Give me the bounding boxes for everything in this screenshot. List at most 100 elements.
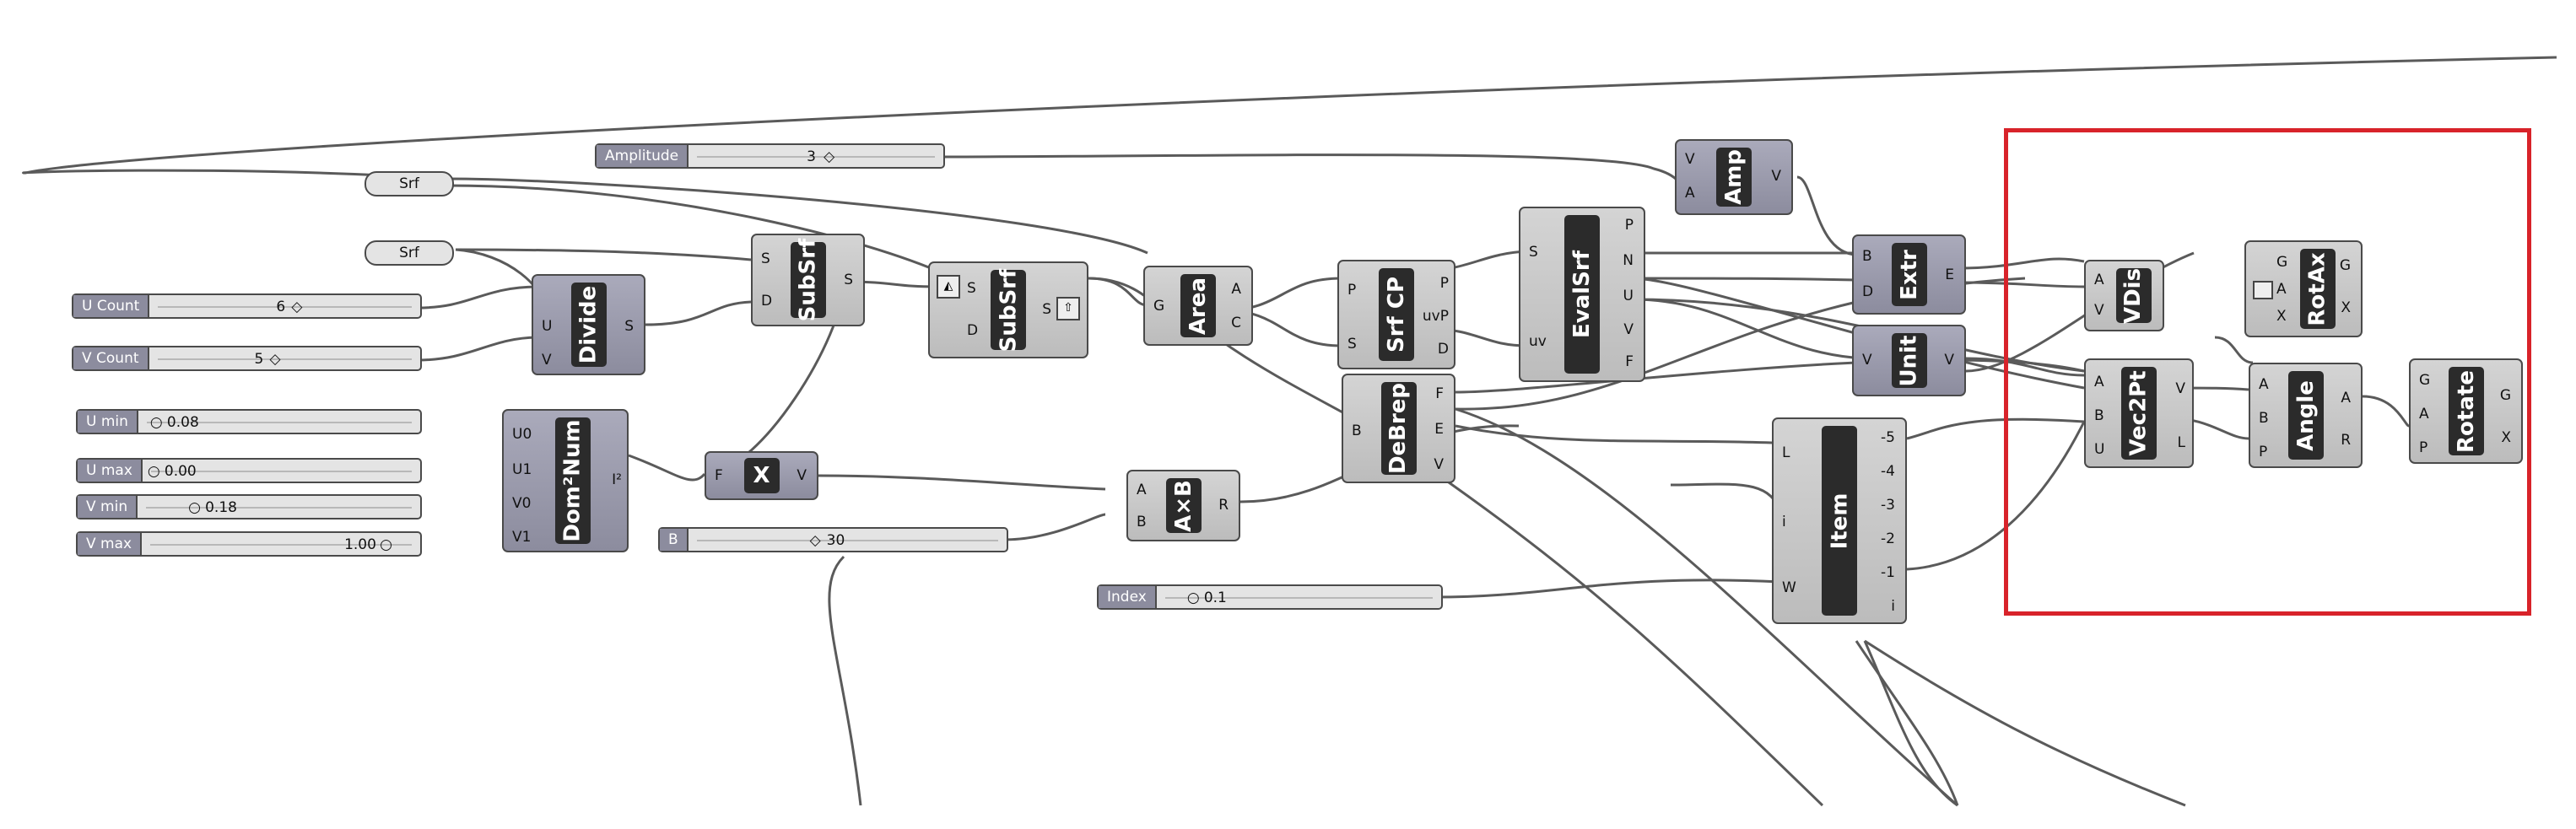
unit-vector-component[interactable]: V Unit V: [1852, 325, 1966, 396]
slider-grip-icon[interactable]: ◇: [291, 299, 303, 315]
component-name-plate: Divide: [570, 283, 607, 367]
output-port-label: X: [2501, 429, 2511, 446]
slider-value: 0.18: [205, 499, 237, 516]
slider-track[interactable]: ○ 0.1: [1157, 586, 1441, 608]
u-min-slider[interactable]: U min ○ 0.08: [76, 409, 422, 434]
wire: [1632, 298, 1866, 360]
extrude-component[interactable]: B D Extr E: [1852, 234, 1966, 315]
surface-param-label: Srf: [399, 245, 419, 261]
slider-grip-icon[interactable]: ○: [380, 536, 392, 553]
slider-grip-icon[interactable]: ◇: [809, 532, 821, 549]
area-component[interactable]: G Area A C: [1143, 266, 1253, 346]
input-port-label: B: [1137, 514, 1147, 530]
slider-label: U min: [78, 411, 138, 433]
component-name-plate: Angle: [2287, 371, 2324, 460]
rotate-axis-component[interactable]: G A X RotAx G X: [2244, 240, 2363, 337]
wire: [417, 285, 541, 310]
output-port-label: A: [1231, 281, 1241, 298]
debrep-component[interactable]: B DeBrep F E V: [1342, 374, 1455, 483]
index-slider[interactable]: Index ○ 0.1: [1097, 584, 1443, 610]
surface-param-label: Srf: [399, 175, 419, 192]
wire: [1670, 482, 1782, 515]
input-port-label: P: [2259, 444, 2268, 460]
slider-track[interactable]: ○ 0.18: [138, 496, 420, 518]
output-port-label: E: [1434, 421, 1444, 438]
slider-track[interactable]: ○ 0.00: [143, 460, 420, 482]
output-port-label: I²: [612, 471, 622, 488]
wire: [22, 56, 2557, 180]
slider-grip-icon[interactable]: ◇: [824, 148, 835, 165]
component-name: Divide: [575, 285, 602, 364]
slider-label: V min: [78, 496, 138, 518]
slider-track[interactable]: 3 ◇: [689, 145, 943, 167]
input-port-label: B: [2259, 410, 2269, 427]
divide-domain2-component[interactable]: U0 U1 V0 V1 Dom²Num I²: [502, 409, 629, 552]
subsrf-component-1[interactable]: S D SubSrf S: [751, 234, 865, 326]
slider-grip-icon[interactable]: ○: [188, 499, 201, 516]
multiplication-component[interactable]: A B A×B R: [1126, 470, 1240, 541]
slider-track[interactable]: 5 ◇: [149, 347, 420, 369]
angle-component[interactable]: A B P Angle A R: [2249, 363, 2363, 468]
slider-value: 5: [254, 351, 264, 368]
slider-grip-icon[interactable]: ○: [149, 414, 163, 431]
v-min-slider[interactable]: V min ○ 0.18: [76, 494, 422, 519]
flip-u-icon[interactable]: ◭: [937, 275, 960, 299]
slider-value: 1.00: [344, 536, 376, 553]
u-max-slider[interactable]: U max ○ 0.00: [76, 458, 422, 483]
output-port-label: E: [1945, 266, 1954, 283]
slider-grip-icon[interactable]: ○: [1186, 589, 1200, 606]
evalsrf-component[interactable]: S uv EvalSrf P N U V F: [1519, 207, 1645, 382]
srf-cp-component[interactable]: P S Srf CP P uvP D: [1337, 260, 1455, 369]
wire: [1855, 640, 1959, 806]
list-item-component[interactable]: L i W Item -5 -4 -3 -2 -1 i: [1772, 417, 1907, 624]
vector-2pt-component[interactable]: A B U Vec2Pt V L: [2084, 358, 2194, 468]
slider-label: Amplitude: [597, 145, 689, 167]
amplitude-slider[interactable]: Amplitude 3 ◇: [595, 143, 945, 169]
input-port-label: G: [1153, 298, 1165, 315]
output-port-label: S: [844, 272, 853, 288]
component-name-plate: Unit: [1891, 333, 1927, 388]
flip-v-icon[interactable]: ⇧: [1056, 297, 1080, 320]
negative-component[interactable]: F X V: [705, 451, 818, 500]
slider-track[interactable]: ○ 0.08: [138, 411, 420, 433]
input-port-label: A: [2259, 376, 2269, 393]
wire: [446, 184, 954, 280]
surface-param-1[interactable]: Srf: [365, 171, 454, 196]
slider-grip-icon[interactable]: ○: [147, 463, 160, 480]
component-name-plate: RotAx: [2300, 249, 2336, 329]
output-port-label: F: [1435, 385, 1444, 402]
wire: [1796, 175, 1857, 256]
input-port-label: A: [1685, 185, 1695, 202]
component-name: SubSrf: [996, 268, 1021, 352]
wire: [1863, 640, 1958, 807]
v-count-slider[interactable]: V Count 5 ◇: [72, 346, 422, 371]
slider-track[interactable]: 6 ◇: [149, 295, 420, 317]
slider-grip-icon[interactable]: ◇: [269, 351, 281, 368]
output-port-label: P: [1624, 217, 1634, 234]
output-port-label: F: [1625, 353, 1634, 370]
input-port-label: X: [2276, 308, 2287, 325]
slider-track[interactable]: ◇ 30: [689, 529, 1007, 551]
input-port-label: V: [2094, 302, 2104, 319]
b-slider[interactable]: B ◇ 30: [658, 527, 1008, 552]
preview-toggle-icon[interactable]: [2253, 281, 2273, 299]
subsrf-component-2[interactable]: ◭ S D SubSrf S ⇧: [928, 261, 1088, 358]
component-name: Dom²Num: [560, 419, 586, 542]
u-count-slider[interactable]: U Count 6 ◇: [72, 293, 422, 319]
input-port-label: F: [715, 467, 723, 484]
v-max-slider[interactable]: V max 1.00 ○: [76, 531, 422, 557]
wire: [1957, 257, 2085, 270]
divide-component[interactable]: U V Divide S: [532, 274, 645, 375]
slider-value: 0.1: [1203, 589, 1227, 606]
wire: [1632, 277, 1857, 282]
output-port-label: -3: [1881, 497, 1895, 514]
output-port-label: R: [1218, 497, 1229, 514]
slider-label: U Count: [73, 295, 150, 317]
rotate-component[interactable]: G A P Rotate G X: [2409, 358, 2523, 464]
vector-display-component[interactable]: A V VDis: [2084, 260, 2164, 331]
amplitude-component[interactable]: V A Amp V: [1675, 139, 1793, 215]
input-port-label: V0: [512, 495, 532, 512]
surface-param-2[interactable]: Srf: [365, 240, 454, 266]
slider-track[interactable]: 1.00 ○: [142, 533, 420, 555]
